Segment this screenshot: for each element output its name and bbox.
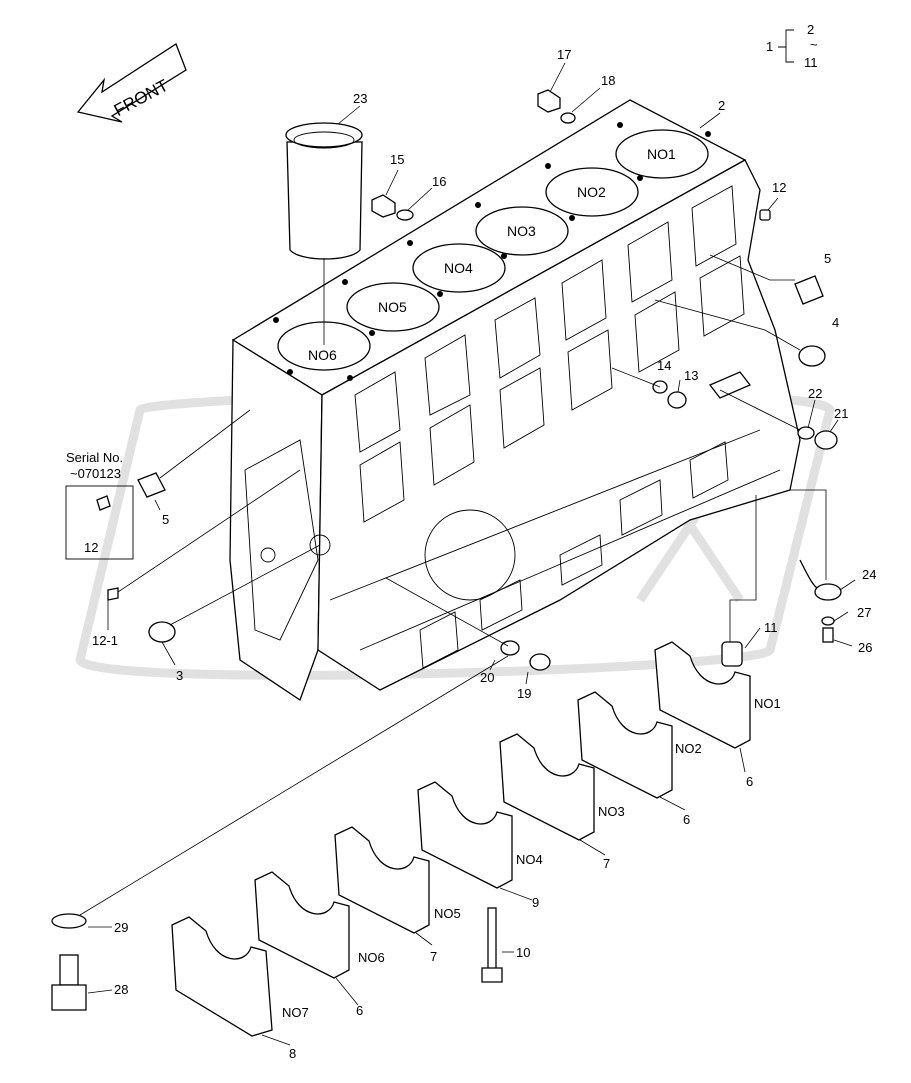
callout-6-a: 6 <box>746 774 753 789</box>
cap-label-no4: NO4 <box>516 852 543 867</box>
callout-28: 28 <box>114 982 128 997</box>
cap-label-no6: NO6 <box>358 950 385 965</box>
callout-19: 19 <box>517 686 531 701</box>
legend-parent: 1 <box>766 39 773 54</box>
callout-18: 18 <box>601 73 615 88</box>
legend-tilde: ~ <box>810 37 818 52</box>
cylinder-bores: NO1 NO2 NO3 NO4 NO5 NO6 <box>277 129 709 371</box>
callout-5-left: 5 <box>162 512 169 527</box>
cap-label-no3: NO3 <box>598 804 625 819</box>
cylinder-label-no6: NO6 <box>308 347 337 363</box>
callout-6-b: 6 <box>683 812 690 827</box>
callout-12: 12 <box>772 180 786 195</box>
legend-first: 2 <box>807 22 814 37</box>
callout-17: 17 <box>557 47 571 62</box>
bearing-caps: NO1 NO2 NO3 NO4 NO5 NO6 NO7 <box>171 641 781 1037</box>
callout-13: 13 <box>684 368 698 383</box>
cylinder-label-no4: NO4 <box>444 260 473 276</box>
callout-14: 14 <box>657 358 671 373</box>
cap-label-no5: NO5 <box>434 906 461 921</box>
callout-21: 21 <box>834 406 848 421</box>
callout-4: 4 <box>832 315 839 330</box>
callout-10: 10 <box>516 945 530 960</box>
callout-23: 23 <box>353 91 367 106</box>
callout-7-b: 7 <box>430 949 437 964</box>
callout-22: 22 <box>808 386 822 401</box>
callout-3: 3 <box>176 668 183 683</box>
callout-12-boxed: 12 <box>84 540 98 555</box>
cylinder-block: NO1 NO2 NO3 NO4 NO5 NO6 <box>229 99 801 702</box>
cap-label-no1: NO1 <box>754 696 781 711</box>
cap-label-no7: NO7 <box>282 1005 309 1020</box>
cylinder-label-no3: NO3 <box>507 223 536 239</box>
cap-label-no2: NO2 <box>675 741 702 756</box>
callout-15: 15 <box>390 152 404 167</box>
callout-27: 27 <box>857 605 871 620</box>
serial-range: ~070123 <box>70 466 121 481</box>
side-ribs <box>354 185 745 669</box>
small-parts <box>51 89 842 1011</box>
callout-8: 8 <box>289 1046 296 1061</box>
callout-24: 24 <box>862 567 876 582</box>
serial-title: Serial No. <box>66 450 123 465</box>
deck-bolt-holes <box>273 122 711 381</box>
legend-bracket: 1 2 ~ 11 <box>766 22 818 70</box>
callout-5-right: 5 <box>824 251 831 266</box>
callout-26: 26 <box>858 640 872 655</box>
callout-7-a: 7 <box>603 856 610 871</box>
legend-last: 11 <box>804 55 818 70</box>
cap-bolt <box>481 907 503 983</box>
serial-number-box: Serial No. ~070123 12 <box>65 450 134 560</box>
callout-16: 16 <box>432 174 446 189</box>
callout-29: 29 <box>114 920 128 935</box>
cylinder-label-no5: NO5 <box>378 299 407 315</box>
callout-12-1: 12-1 <box>92 633 118 648</box>
callout-2: 2 <box>718 98 725 113</box>
cylinder-label-no2: NO2 <box>577 184 606 200</box>
leader-lines <box>79 62 856 1046</box>
callout-20: 20 <box>480 670 494 685</box>
callout-11: 11 <box>764 620 778 635</box>
callout-6-c: 6 <box>356 1003 363 1018</box>
callout-9: 9 <box>532 895 539 910</box>
cylinder-liner <box>285 122 363 345</box>
cylinder-label-no1: NO1 <box>647 146 676 162</box>
callout-labels: 17 18 2 23 15 16 12 5 4 14 13 22 21 5 12… <box>92 47 876 1061</box>
front-arrow: FRONT <box>76 43 187 123</box>
